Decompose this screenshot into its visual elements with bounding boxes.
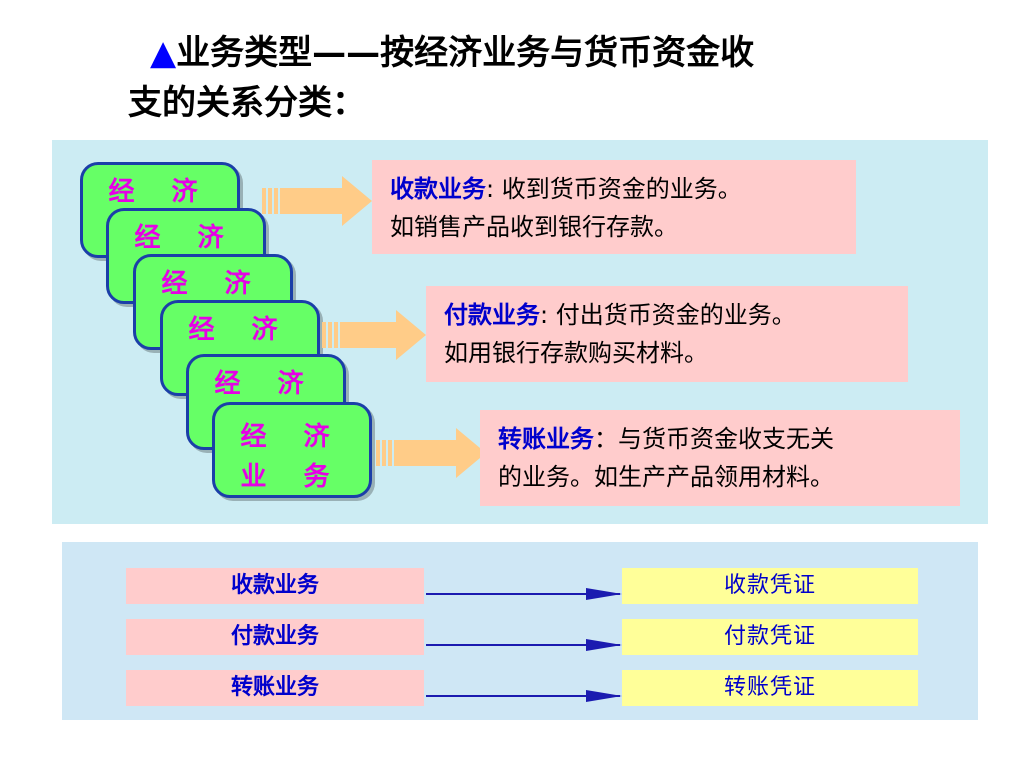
arrow-icon: [376, 428, 486, 478]
type-name: 付款业务: [444, 301, 540, 329]
title-line-1: 业务类型——按经济业务与货币资金收: [176, 33, 755, 73]
transfer-type-box: 转账业务：与货币资金收支无关 的业务。如生产产品领用材料。: [480, 410, 960, 506]
payment-type-box: 付款业务: 付出货币资金的业务。 如用银行存款购买材料。: [426, 286, 908, 382]
type-name: 收款业务: [390, 175, 486, 203]
arrow-line: [426, 639, 622, 651]
card-line-2: 业 务: [240, 462, 344, 492]
arrow-line: [426, 588, 622, 600]
arrow-icon: [262, 176, 372, 226]
card-line-1: 经 济: [240, 422, 344, 452]
business-label: 收款业务: [126, 568, 424, 604]
type-desc: 收到货币资金的业务。: [501, 175, 742, 203]
type-example: 的业务。如生产产品领用材料。: [498, 463, 834, 491]
voucher-label: 转账凭证: [622, 670, 918, 706]
type-desc: 与货币资金收支无关: [618, 425, 834, 453]
slide-title: ▲业务类型——按经济业务与货币资金收: [150, 28, 930, 78]
economic-business-card: 经 济 业 务: [212, 402, 372, 498]
type-desc: 付出货币资金的业务。: [555, 301, 796, 329]
business-label: 付款业务: [126, 619, 424, 655]
title-line-2: 支的关系分类：: [128, 83, 366, 123]
arrow-line: [426, 690, 622, 702]
receipt-type-box: 收款业务: 收到货币资金的业务。 如销售产品收到银行存款。: [372, 160, 856, 254]
type-example: 如销售产品收到银行存款。: [390, 213, 678, 241]
type-example: 如用银行存款购买材料。: [444, 339, 708, 367]
business-label: 转账业务: [126, 670, 424, 706]
type-name: 转账业务: [498, 425, 594, 453]
triangle-icon: ▲: [150, 33, 177, 73]
arrow-icon: [322, 310, 432, 360]
voucher-label: 收款凭证: [622, 568, 918, 604]
voucher-label: 付款凭证: [622, 619, 918, 655]
